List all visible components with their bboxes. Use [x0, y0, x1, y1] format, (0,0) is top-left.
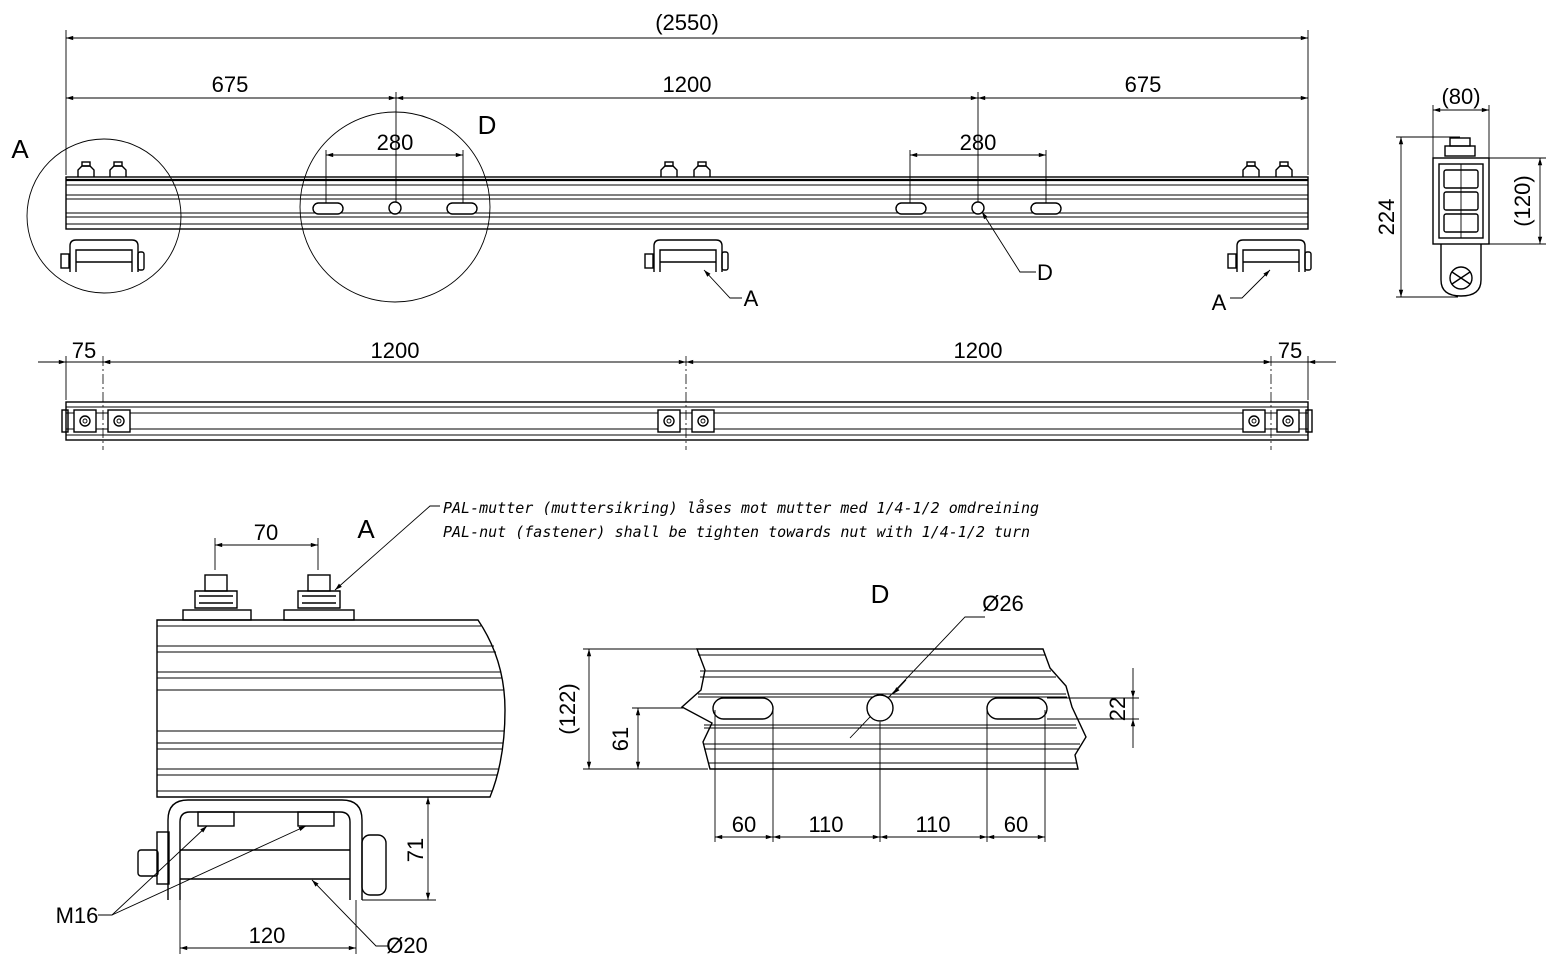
- dim-d2: 110: [808, 812, 843, 837]
- detail-a-title: A: [357, 514, 375, 544]
- note-line-2: PAL-nut (fastener) shall be tighten towa…: [443, 523, 1030, 541]
- dim-end-width: (80): [1441, 84, 1480, 109]
- dim-seg-left: 675: [212, 72, 249, 97]
- leader-d: D: [1037, 260, 1053, 285]
- nut-group-right: [1242, 161, 1293, 177]
- beam-side: [65, 176, 1309, 230]
- plate-left: [73, 409, 131, 433]
- detail-circle-d: [299, 111, 491, 303]
- dim-slot-height: 22: [1105, 697, 1130, 721]
- dim-bracket-width: 120: [249, 923, 286, 948]
- leader-a-right: A: [1212, 290, 1227, 315]
- nut-right: [283, 574, 355, 621]
- dim-slot-left: 280: [377, 130, 414, 155]
- bracket-mid: [644, 239, 729, 272]
- dim-span-left: 1200: [371, 338, 420, 363]
- plate-right: [1242, 409, 1300, 433]
- detail-d: D Ø26 (122) 61 22: [555, 579, 1139, 842]
- dim-seg-right: 675: [1125, 72, 1162, 97]
- bracket-right: [1227, 239, 1312, 272]
- dim-seg-mid: 1200: [663, 72, 712, 97]
- label-hole-dia: Ø26: [982, 591, 1024, 616]
- dim-slot-right: 280: [960, 130, 997, 155]
- nut-group-left: [77, 161, 127, 177]
- bottom-view: 75 1200 1200 75: [38, 338, 1336, 450]
- profile-section: [1432, 157, 1490, 245]
- dim-bracket-height: 71: [403, 838, 428, 862]
- nut-left: [182, 574, 252, 621]
- dim-d1: 60: [732, 812, 756, 837]
- dim-end-profile: (120): [1510, 175, 1535, 226]
- dim-bolt-spacing: 70: [254, 520, 278, 545]
- nut-group-mid: [660, 161, 711, 177]
- detail-d-title: D: [871, 579, 890, 609]
- detail-d-profile: [680, 648, 1087, 770]
- dim-end-right: 75: [1278, 338, 1302, 363]
- label-m16: M16: [56, 903, 99, 928]
- dim-profile-height: (122): [555, 683, 580, 734]
- bracket-left: [60, 239, 145, 272]
- label-d-circle: D: [478, 110, 497, 140]
- detail-a: A PAL-mutter (muttersikring) låses mot m…: [56, 498, 1039, 958]
- beam-plan: [65, 401, 1309, 441]
- label-pin-dia: Ø20: [386, 933, 428, 958]
- leader-a-mid: A: [744, 286, 759, 311]
- detail-a-profile: [156, 619, 506, 798]
- dim-overall: (2550): [655, 10, 719, 35]
- dim-d4: 60: [1004, 812, 1028, 837]
- dim-end-left: 75: [72, 338, 96, 363]
- dim-end-height: 224: [1374, 199, 1399, 236]
- note-line-1: PAL-mutter (muttersikring) låses mot mut…: [443, 498, 1039, 517]
- end-view: (80) 224 (120): [1374, 84, 1546, 298]
- detail-circle-a: [26, 138, 182, 294]
- dim-span-right: 1200: [954, 338, 1003, 363]
- dim-d3: 110: [915, 812, 950, 837]
- dim-hole-height: 61: [608, 727, 633, 751]
- plate-mid: [657, 409, 715, 433]
- top-view: (2550) 675 1200 675 280 280: [11, 10, 1312, 315]
- label-a-circle: A: [11, 134, 29, 164]
